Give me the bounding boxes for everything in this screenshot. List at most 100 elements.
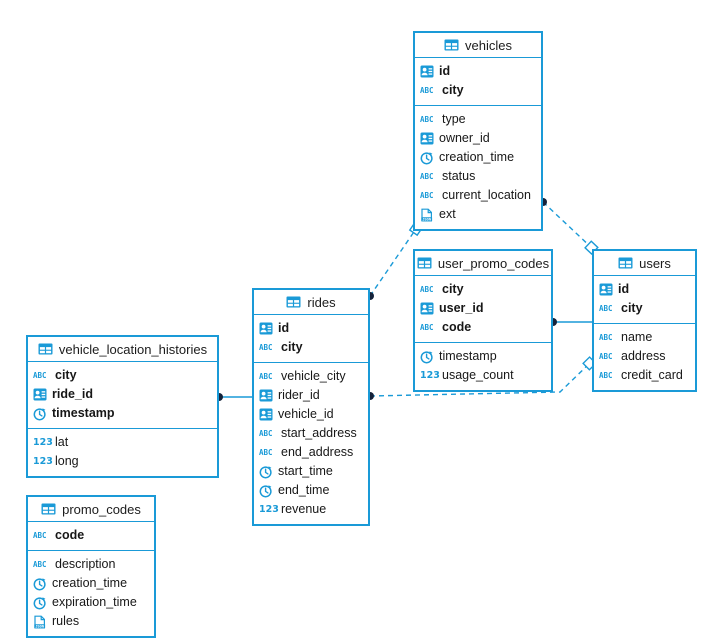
table-grid-icon <box>618 257 633 269</box>
field-row-vehicle_location_histories-lat: 123 lat <box>28 433 217 452</box>
field-row-rides-start_time: start_time <box>254 462 368 481</box>
abc-text-icon: ABC <box>420 285 434 294</box>
field-name: city <box>281 340 303 354</box>
field-name: name <box>621 330 653 344</box>
field-row-vehicles-city: ABC city <box>415 81 541 100</box>
field-row-rides-end_address: ABC end_address <box>254 443 368 462</box>
entity-primary-keys-user_promo_codes: ABC city user_id ABC code <box>415 276 551 342</box>
field-row-users-address: ABC address <box>594 347 695 366</box>
field-name: code <box>55 528 85 542</box>
field-name: address <box>621 349 666 363</box>
abc-text-icon: ABC <box>33 531 47 540</box>
entity-primary-keys-vehicles: id ABC city <box>415 58 541 105</box>
field-name: status <box>442 169 476 183</box>
table-grid-icon <box>444 39 459 51</box>
clock-icon <box>33 577 47 591</box>
entity-table-promo_codes[interactable]: promo_codes ABC code ABC description cre… <box>26 495 156 638</box>
field-name: usage_count <box>442 368 514 382</box>
field-name: end_time <box>278 483 330 497</box>
abc-text-icon: ABC <box>420 323 434 332</box>
entity-table-rides[interactable]: rides id ABC city ABC vehicle_city <box>252 288 370 526</box>
abc-text-icon: ABC <box>599 352 613 361</box>
field-row-user_promo_codes-usage_count: 123 usage_count <box>415 366 551 385</box>
id-card-icon <box>599 283 613 296</box>
relationship-user-promo-codes-to-users <box>549 318 592 326</box>
field-name: timestamp <box>439 349 497 363</box>
id-card-icon <box>420 302 434 315</box>
123-number-icon: 123 <box>420 370 440 381</box>
field-name: id <box>618 282 630 296</box>
field-name: timestamp <box>52 406 115 420</box>
field-name: current_location <box>442 188 531 202</box>
field-row-rides-revenue: 123 revenue <box>254 500 368 519</box>
field-row-vehicle_location_histories-timestamp: timestamp <box>28 404 217 423</box>
field-row-vehicle_location_histories-city: ABC city <box>28 366 217 385</box>
abc-text-icon: ABC <box>259 448 273 457</box>
field-row-vehicles-owner_id: owner_id <box>415 129 541 148</box>
field-name: lat <box>55 435 69 449</box>
abc-text-icon: ABC <box>599 304 613 313</box>
123-number-icon: 123 <box>259 504 279 515</box>
entity-table-user_promo_codes[interactable]: user_promo_codes ABC city user_id ABC co… <box>413 249 553 392</box>
field-name: start_address <box>281 426 357 440</box>
id-card-icon <box>420 65 434 78</box>
table-grid-icon <box>38 343 53 355</box>
abc-text-icon: ABC <box>33 371 47 380</box>
relationship-vehicles-to-users <box>539 198 599 255</box>
field-name: rider_id <box>278 388 320 402</box>
abc-text-icon: ABC <box>420 172 434 181</box>
id-card-icon <box>259 322 273 335</box>
entity-primary-keys-users: id ABC city <box>594 276 695 323</box>
clock-icon <box>33 407 47 421</box>
entity-columns-vehicle_location_histories: 123 lat 123 long <box>28 428 217 476</box>
relationship-vehicle-location-histories-to-rides <box>215 393 252 401</box>
entity-columns-rides: ABC vehicle_city rider_id vehicle_id ABC <box>254 362 368 524</box>
field-name: start_time <box>278 464 333 478</box>
123-number-icon: 123 <box>33 456 53 467</box>
field-name: long <box>55 454 79 468</box>
field-row-vehicle_location_histories-ride_id: ride_id <box>28 385 217 404</box>
entity-primary-keys-rides: id ABC city <box>254 315 368 362</box>
abc-text-icon: ABC <box>599 333 613 342</box>
clock-icon <box>259 484 273 498</box>
field-row-vehicle_location_histories-long: 123 long <box>28 452 217 471</box>
id-card-icon <box>259 389 273 402</box>
abc-text-icon: ABC <box>420 191 434 200</box>
field-row-vehicles-id: id <box>415 62 541 81</box>
field-row-rides-city: ABC city <box>254 338 368 357</box>
entity-table-users[interactable]: users id ABC city ABC name ABC address <box>592 249 697 392</box>
field-name: creation_time <box>52 576 128 590</box>
field-row-vehicles-type: ABC type <box>415 110 541 129</box>
field-row-users-id: id <box>594 280 695 299</box>
abc-text-icon: ABC <box>420 115 434 124</box>
field-name: city <box>442 282 464 296</box>
entity-header-user_promo_codes[interactable]: user_promo_codes <box>415 251 551 276</box>
entity-title: user_promo_codes <box>437 255 550 271</box>
field-name: end_address <box>281 445 354 459</box>
abc-text-icon: ABC <box>599 371 613 380</box>
field-name: code <box>442 320 472 334</box>
table-grid-icon <box>286 296 301 308</box>
field-name: city <box>621 301 643 315</box>
clock-icon <box>259 465 273 479</box>
entity-table-vehicle_location_histories[interactable]: vehicle_location_histories ABC city ride… <box>26 335 219 478</box>
clock-icon <box>420 350 434 364</box>
field-name: id <box>278 321 290 335</box>
entity-header-vehicles[interactable]: vehicles <box>415 33 541 58</box>
abc-text-icon: ABC <box>33 560 47 569</box>
entity-header-vehicle_location_histories[interactable]: vehicle_location_histories <box>28 337 217 362</box>
field-name: vehicle_id <box>278 407 334 421</box>
field-row-rides-id: id <box>254 319 368 338</box>
abc-text-icon: ABC <box>259 429 273 438</box>
json-document-icon: JSON <box>33 615 47 629</box>
entity-table-vehicles[interactable]: vehicles id ABC city ABC type <box>413 31 543 231</box>
123-number-icon: 123 <box>33 437 53 448</box>
entity-header-promo_codes[interactable]: promo_codes <box>28 497 154 522</box>
entity-primary-keys-promo_codes: ABC code <box>28 522 154 550</box>
entity-primary-keys-vehicle_location_histories: ABC city ride_id timestamp <box>28 362 217 428</box>
entity-header-users[interactable]: users <box>594 251 695 276</box>
entity-header-rides[interactable]: rides <box>254 290 368 315</box>
field-name: ext <box>439 207 456 221</box>
field-name: creation_time <box>439 150 515 164</box>
